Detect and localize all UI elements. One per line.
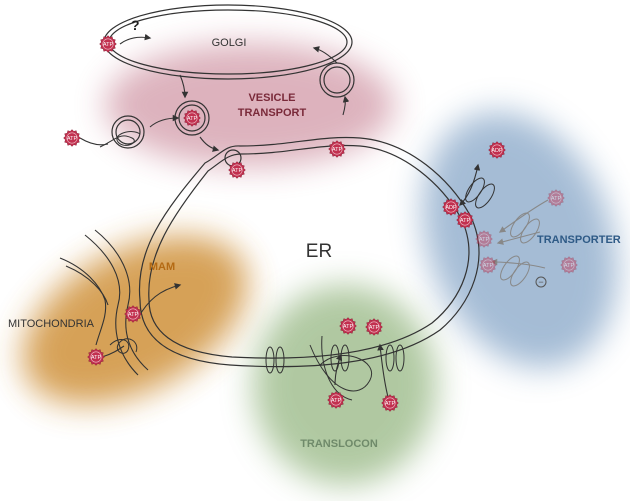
atp-badge-text: ATP <box>187 116 198 122</box>
golgi-label: GOLGI <box>212 37 247 49</box>
adp-badge: ADP <box>488 141 506 159</box>
atp-badge-text: ATP <box>332 147 343 153</box>
atp-badge: ATP <box>381 394 399 412</box>
atp-badge-text: ATP <box>103 42 114 48</box>
atp-badge: ATP <box>479 256 497 274</box>
atp-badge-text: ATP <box>385 401 396 407</box>
atp-badge: ATP <box>124 305 142 323</box>
er-label: ER <box>306 241 332 262</box>
vesicle-transport-region <box>105 43 395 167</box>
atp-badge-text: ATP <box>551 196 562 202</box>
adp-badge: ADP <box>442 198 460 216</box>
transporter-label: TRANSPORTER <box>537 234 621 246</box>
atp-badge: ATP <box>87 348 105 366</box>
atp-badge-text: ATP <box>67 136 78 142</box>
atp-badge-text: ATP <box>369 325 380 331</box>
vesicle-transport-label-line2: TRANSPORT <box>238 107 307 119</box>
translocon-region <box>253 285 437 485</box>
atp-badges: ATP ATP ATP ATP ATP ADP ADP ATP ATP ATP ATP ATP ATP A… <box>63 35 578 412</box>
atp-badge: ATP <box>228 161 246 179</box>
atp-badge-text: ATP <box>128 312 139 318</box>
vesicle-transport-label-line1: VESICLE <box>248 92 295 104</box>
atp-badge: ATP <box>475 230 493 248</box>
minus-sign: − <box>535 276 547 288</box>
atp-badge-text: ATP <box>483 263 494 269</box>
atp-badge-text: ATP <box>343 324 354 330</box>
atp-badge-text: ATP <box>460 218 471 224</box>
atp-badge: ATP <box>547 189 565 207</box>
atp-badge: ATP <box>327 391 345 409</box>
adp-badge-text: ADP <box>491 148 503 154</box>
atp-badge-text: ATP <box>479 237 490 243</box>
adp-badge-text: ADP <box>445 205 457 211</box>
minus-text: − <box>538 277 543 287</box>
atp-badge-text: ATP <box>331 398 342 404</box>
atp-badge-text: ATP <box>91 355 102 361</box>
atp-badge: ATP <box>560 256 578 274</box>
atp-badge: ATP <box>456 211 474 229</box>
atp-badge: ATP <box>365 318 383 336</box>
question-mark: ? <box>131 17 140 33</box>
free-vesicle <box>111 115 145 149</box>
mam-label: MAM <box>149 261 175 273</box>
arrows <box>79 33 481 398</box>
atp-badge-text: ATP <box>564 263 575 269</box>
background-regions <box>22 43 618 485</box>
atp-badge: ATP <box>63 129 81 147</box>
protein-strands <box>99 131 373 401</box>
translocon-label: TRANSLOCON <box>300 438 378 450</box>
atp-badge: ATP <box>328 140 346 158</box>
atp-badge: ATP <box>99 35 117 53</box>
atp-badge: ATP <box>183 109 201 127</box>
mitochondria-membrane <box>59 229 149 376</box>
atp-badge-text: ATP <box>232 168 243 174</box>
atp-badge: ATP <box>339 317 357 335</box>
gray-arrows <box>490 199 549 269</box>
mitochondria-label: MITOCHONDRIA <box>8 318 95 330</box>
